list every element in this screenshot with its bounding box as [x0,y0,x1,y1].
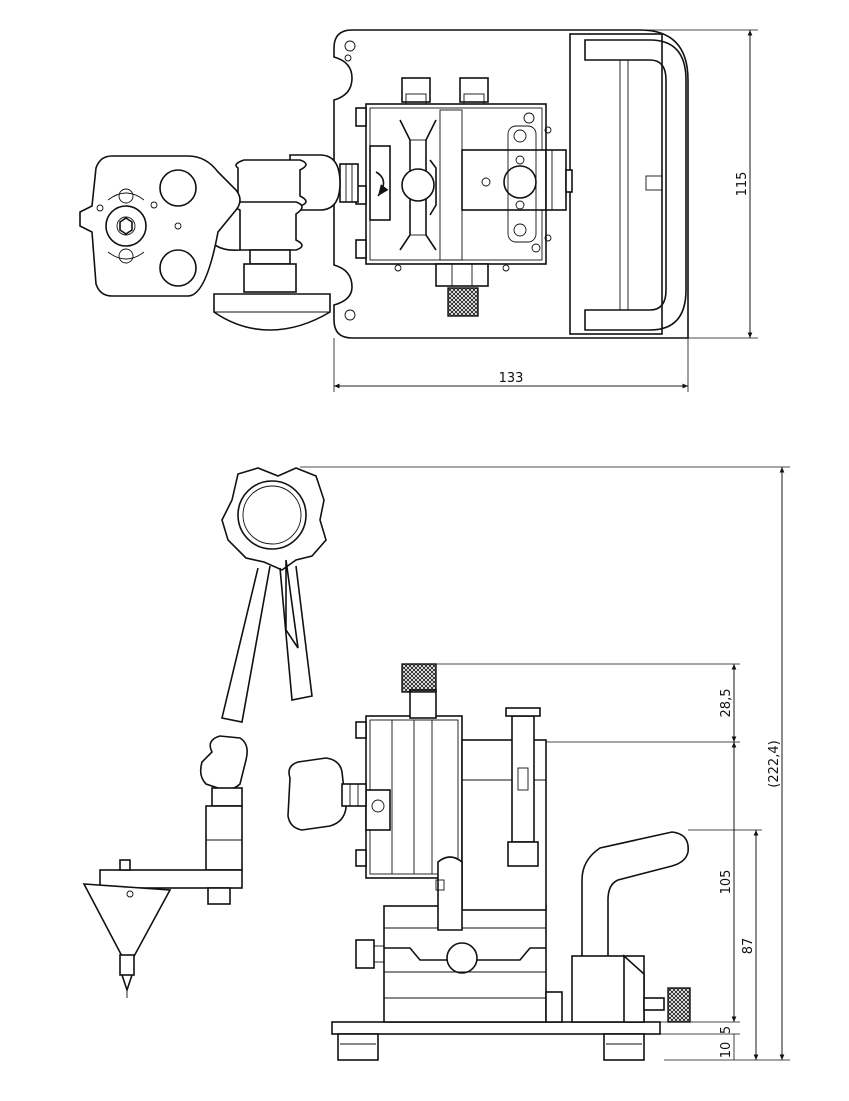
dim-side-base-height: 5 [719,1026,734,1034]
side-handle [571,831,691,1023]
dim-side-total-height: (222,4) [767,740,782,787]
dim-side-knob-height: 28,5 [719,689,734,718]
top-probe-holder [79,155,241,297]
dim-top-height: 115 [735,172,750,197]
side-dimensions [300,466,790,1061]
side-arm [199,467,367,871]
side-upper-block [355,663,563,1023]
dim-side-column-height: 87 [741,938,756,955]
top-handle [569,33,687,335]
side-view: (222,4) 28,5 105 87 5 10 [82,466,790,1061]
top-view: 133 115 [79,29,758,392]
dim-top-width: 133 [499,371,524,386]
dim-side-handle-height: 105 [719,870,734,895]
top-dimensions [333,29,758,392]
dim-side-foot-height: 10 [719,1042,734,1059]
side-lower-stage [355,905,547,1023]
top-central-block [355,77,573,317]
side-probe-holder [82,859,243,998]
side-base-plate [331,1021,661,1035]
